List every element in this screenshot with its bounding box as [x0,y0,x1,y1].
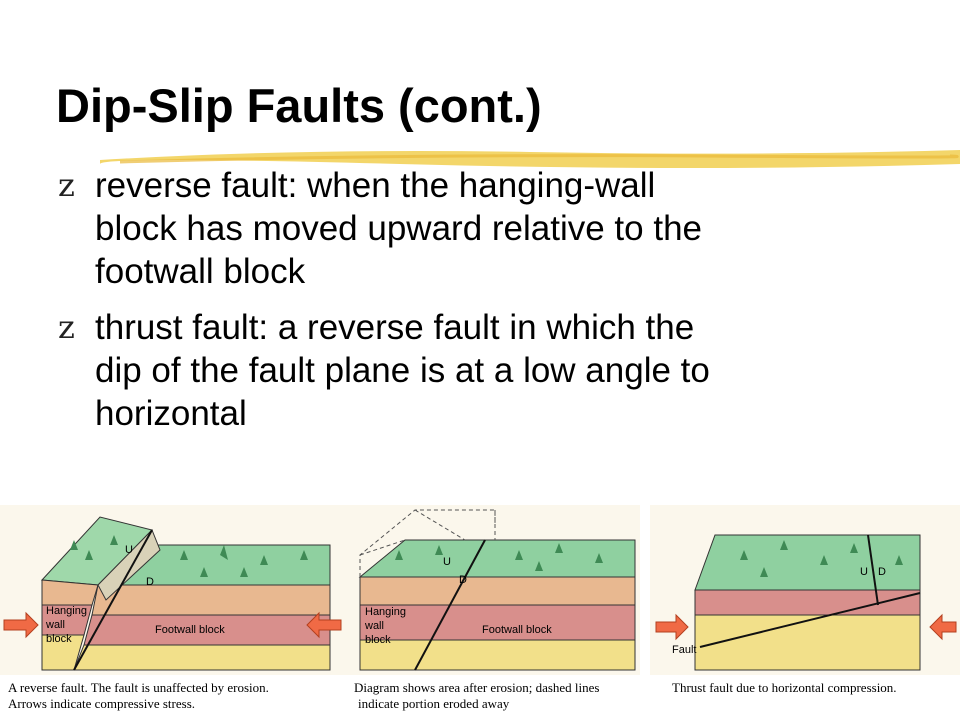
thrust-fault-diagram: U D Fault [650,505,960,675]
title-highlight-stroke [100,150,960,168]
reverse-fault-diagram: U D Hanging wall block Footwall block [0,505,345,675]
footwall-label: Footwall block [155,624,225,636]
bullet-reverse-fault: z reverse fault: when the hanging-wall b… [58,164,938,293]
hanging-wall-label: wall [364,620,384,632]
caption-line: indicate portion eroded away [358,696,510,711]
caption-line: Thrust fault due to horizontal compressi… [672,680,897,695]
bullet-line: dip of the fault plane is at a low angle… [95,351,710,390]
hanging-wall-label: block [46,633,72,645]
compression-arrow-right [655,613,689,641]
fault-label: Fault [672,644,696,656]
upthrown-label: U [443,556,451,568]
compression-arrow-left [306,611,342,639]
hanging-wall-label: block [365,634,391,646]
downthrown-label: D [146,576,154,588]
hanging-wall-label: Hanging [46,605,87,617]
hanging-wall-label: Hanging [365,606,406,618]
bullet-list: z reverse fault: when the hanging-wall b… [58,164,938,448]
upthrown-label: U [125,544,133,556]
caption-line: A reverse fault. The fault is unaffected… [8,680,269,695]
figure-caption: Diagram shows area after erosion; dashed… [354,680,599,712]
caption-line: Diagram shows area after erosion; dashed… [354,680,600,695]
bullet-line: horizontal [95,394,247,433]
compression-arrow-right [3,611,39,639]
bullet-line: reverse fault: when the hanging-wall [95,166,656,205]
slide-title: Dip-Slip Faults (cont.) [56,79,542,132]
hanging-wall-label: wall [45,619,65,631]
eroded-fault-diagram: U D Hanging wall block Footwall block [345,505,640,675]
bullet-glyph: z [58,166,75,204]
bullet-line: thrust fault: a reverse fault in which t… [95,308,695,347]
figure-caption: A reverse fault. The fault is unaffected… [8,680,269,712]
bullet-glyph: z [58,308,75,346]
compression-arrow-left [929,613,957,641]
bullet-thrust-fault: z thrust fault: a reverse fault in which… [58,306,938,435]
downthrown-label: D [878,566,886,578]
upthrown-label: U [860,566,868,578]
figure-caption: Thrust fault due to horizontal compressi… [672,680,897,696]
bullet-line: footwall block [95,252,306,291]
bullet-line: block has moved upward relative to the [95,209,702,248]
caption-line: Arrows indicate compressive stress. [8,696,196,711]
downthrown-label: D [459,574,467,586]
footwall-label: Footwall block [482,624,552,636]
